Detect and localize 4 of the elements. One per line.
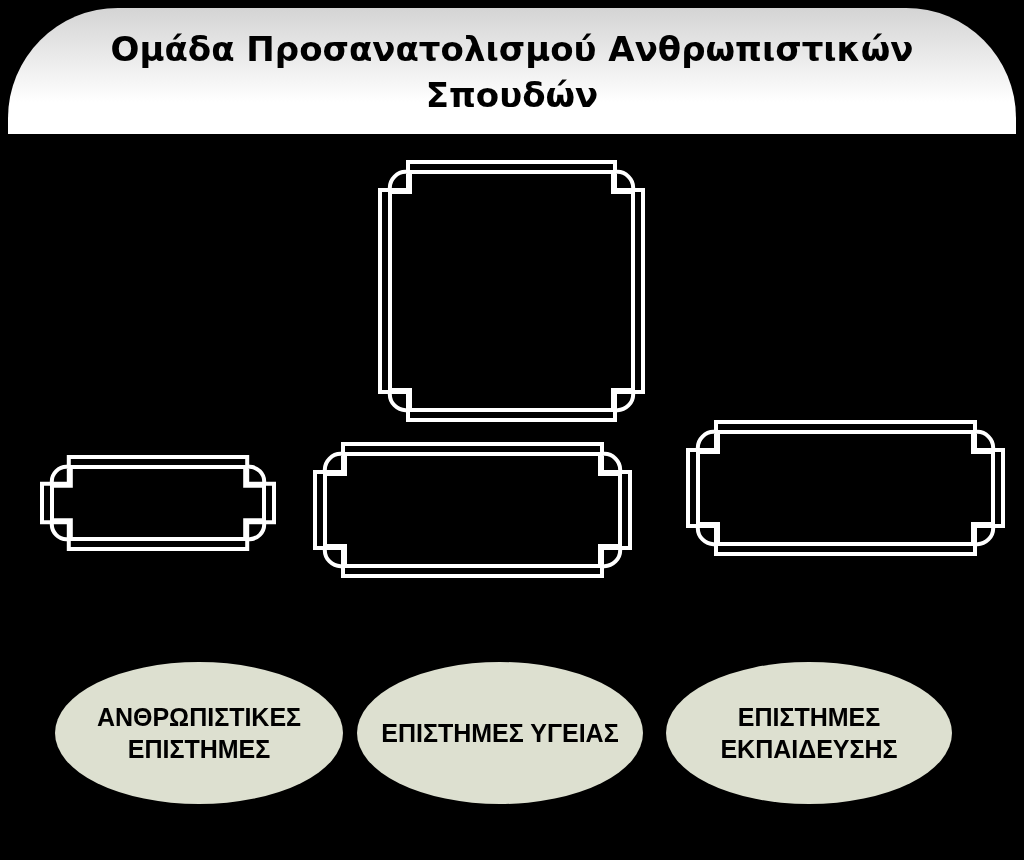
- title: Ομάδα Προσανατολισμού Ανθρωπιστικών Σπουδών: [109, 28, 915, 117]
- category-ellipse: ΕΠΙΣΤΗΜΕΣ ΕΚΠΑΙΔΕΥΣΗΣ: [666, 662, 952, 804]
- category-ellipse: ΕΠΙΣΤΗΜΕΣ ΥΓΕΙΑΣ: [357, 662, 643, 804]
- category-ellipse: ΑΝΘΡΩΠΙΣΤΙΚΕΣ ΕΠΙΣΤΗΜΕΣ: [55, 662, 343, 804]
